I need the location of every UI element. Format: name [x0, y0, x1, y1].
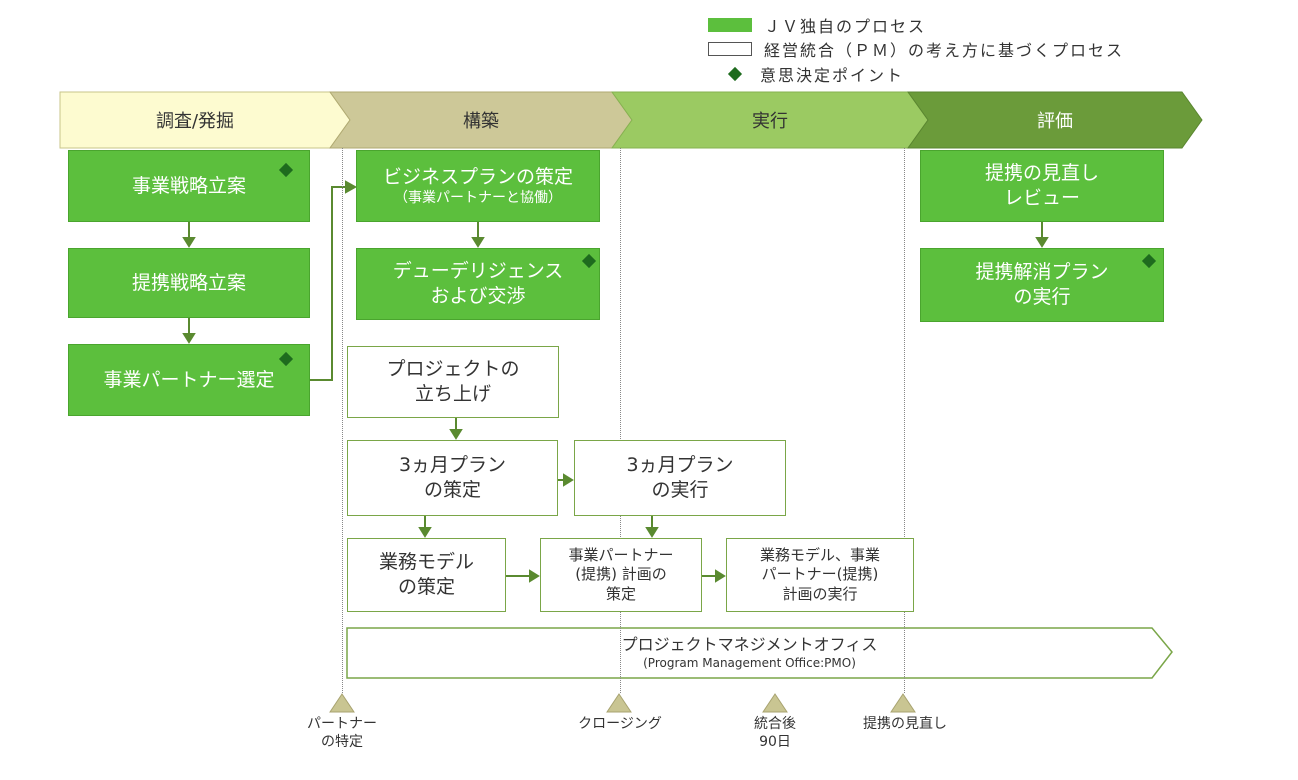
project-launch-line2: 立ち上げ: [414, 383, 491, 405]
pmo-line1: プロジェクトマネジメントオフィス: [621, 634, 878, 654]
milestone-90days-line1: 統合後: [754, 716, 796, 732]
partner-plan-line2: (提携) 計画の: [575, 565, 667, 584]
milestone-label-partner: パートナー の特定: [282, 716, 402, 751]
milestone-review-line1: 提携の見直し: [863, 716, 947, 732]
connectors: [182, 180, 1049, 583]
milestone-partner-line2: の特定: [321, 733, 363, 750]
phase-label-execute: 実行: [752, 111, 788, 132]
milestone-label-90days: 統合後 90日: [735, 716, 815, 751]
pmo-label: プロジェクトマネジメントオフィス (Program Management Off…: [347, 628, 1152, 678]
legend-decision: 意思決定ポイント: [722, 62, 904, 86]
milestone-closing-line1: クロージング: [578, 716, 662, 732]
pmo-chevron: [346, 627, 1173, 679]
phase-chevron-evaluate: [907, 91, 1203, 149]
alliance-review-box: 提携の見直し レビュー: [920, 150, 1164, 222]
milestone-label-closing: クロージング: [560, 716, 680, 734]
model-exec-box: 業務モデル、事業 パートナー(提携) 計画の実行: [726, 538, 914, 612]
partner-selection-text: 事業パートナー選定: [103, 368, 275, 391]
legend-green-swatch: [708, 18, 752, 32]
biz-strategy-box: 事業戦略立案: [68, 150, 310, 222]
three-month-exec-line2: の実行: [651, 479, 709, 501]
alliance-strategy-text: 提携戦略立案: [131, 271, 246, 294]
model-exec-line2: パートナー(提携): [761, 565, 879, 584]
three-month-exec-line1: 3ヵ月プラン: [626, 454, 734, 477]
business-plan-box: ビジネスプランの策定 （事業パートナーと協働）: [356, 150, 600, 222]
milestone-triangle-partner: [329, 693, 355, 713]
dissolution-plan-box: 提携解消プラン の実行: [920, 248, 1164, 322]
alliance-review-line2: レビュー: [1003, 187, 1080, 209]
biz-strategy-text: 事業戦略立案: [131, 174, 246, 197]
model-exec-line3: 計画の実行: [782, 584, 858, 603]
three-month-exec-box: 3ヵ月プラン の実行: [574, 440, 786, 516]
business-model-line2: の策定: [397, 576, 455, 598]
partner-plan-line1: 事業パートナー: [568, 545, 674, 564]
due-diligence-line2: および交渉: [430, 285, 526, 307]
due-diligence-line1: デューデリジェンス: [392, 260, 564, 283]
three-month-plan-box: 3ヵ月プラン の策定: [347, 440, 558, 516]
phase-label-evaluate: 評価: [1037, 111, 1073, 132]
legend-decision-label: 意思決定ポイント: [760, 66, 905, 85]
alliance-strategy-box: 提携戦略立案: [68, 248, 310, 318]
due-diligence-box: デューデリジェンス および交渉: [356, 248, 600, 320]
timeline-line-partner: [342, 148, 343, 693]
business-model-box: 業務モデル の策定: [347, 538, 506, 612]
milestone-90days-line2: 90日: [759, 733, 791, 750]
three-month-plan-line2: の策定: [423, 479, 481, 501]
dissolution-plan-line1: 提携解消プラン: [975, 261, 1109, 284]
milestone-triangle-closing: [606, 693, 632, 713]
alliance-review-line1: 提携の見直し: [984, 162, 1099, 185]
phase-label-build: 構築: [463, 111, 499, 132]
legend-pmi-label: 経営統合（ＰＭ）の考え方に基づくプロセス: [764, 41, 1125, 60]
partner-selection-box: 事業パートナー選定: [68, 344, 310, 416]
milestone-partner-line1: パートナー: [307, 716, 377, 732]
milestone-triangle-90days: [762, 693, 788, 713]
timeline-line-closing: [620, 148, 621, 693]
business-plan-subtext: （事業パートナーと協働）: [394, 190, 562, 207]
legend-jv: ＪＶ独自のプロセス: [708, 13, 926, 37]
project-launch-line1: プロジェクトの: [386, 358, 520, 381]
legend-pmi: 経営統合（ＰＭ）の考え方に基づくプロセス: [708, 37, 1124, 61]
project-launch-box: プロジェクトの 立ち上げ: [347, 346, 559, 418]
dissolution-plan-line2: の実行: [1013, 286, 1071, 308]
business-model-line1: 業務モデル: [378, 551, 474, 574]
legend-jv-label: ＪＶ独自のプロセス: [764, 17, 927, 36]
legend-white-swatch: [708, 42, 752, 56]
pmo-line2: (Program Management Office:PMO): [643, 655, 856, 670]
phase-label-research: 調査/発掘: [155, 111, 235, 132]
timeline-line-review: [904, 148, 905, 693]
business-plan-text: ビジネスプランの策定: [382, 165, 573, 188]
three-month-plan-line1: 3ヵ月プラン: [398, 454, 507, 477]
model-exec-line1: 業務モデル、事業: [759, 545, 880, 564]
partner-plan-box: 事業パートナー (提携) 計画の 策定: [540, 538, 702, 612]
milestone-label-review: 提携の見直し: [845, 716, 965, 734]
milestone-triangle-review: [890, 693, 916, 713]
partner-plan-line3: 策定: [605, 584, 636, 603]
